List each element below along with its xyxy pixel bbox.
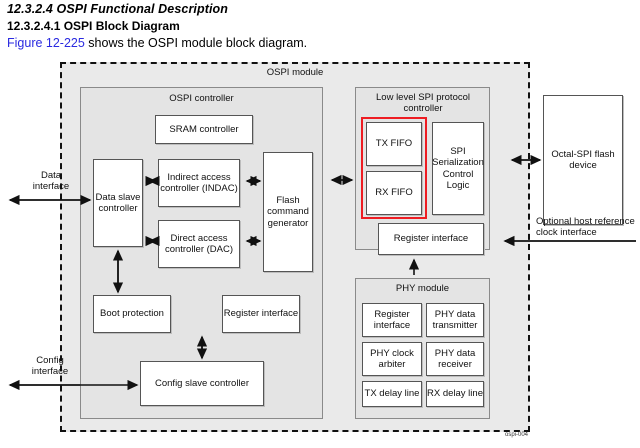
connector-arrows xyxy=(8,154,636,391)
ospi-controller-label: OSPI controller xyxy=(169,93,234,104)
block-spi-serialization-control-logic[interactable]: SPI Serialization Control Logic xyxy=(432,122,484,215)
ospi-block-diagram: OSPI module OSPI controller SRAM control… xyxy=(0,55,640,448)
block-register-interface-ospi[interactable]: Register interface xyxy=(222,295,300,333)
subsection-heading: 12.3.2.4.1 OSPI Block Diagram xyxy=(7,19,180,33)
figure-link[interactable]: Figure 12-225 xyxy=(7,36,85,50)
block-indirect-access-controller[interactable]: Indirect access controller (INDAC) xyxy=(158,159,240,207)
block-tx-fifo[interactable]: TX FIFO xyxy=(366,122,422,166)
block-phy-clock-arbiter[interactable]: PHY clock arbiter xyxy=(362,342,422,376)
block-flash-command-generator[interactable]: Flash command generator xyxy=(263,152,313,272)
block-tx-delay-line[interactable]: TX delay line xyxy=(362,381,422,407)
ospi-module-label: OSPI module xyxy=(266,67,324,78)
block-data-slave-controller[interactable]: Data slave controller xyxy=(93,159,143,247)
block-boot-protection[interactable]: Boot protection xyxy=(93,295,171,333)
block-phy-register-interface[interactable]: Register interface xyxy=(362,303,422,337)
figure-caption-id: ospi-004 xyxy=(505,432,529,438)
block-phy-data-transmitter[interactable]: PHY data transmitter xyxy=(426,303,484,337)
block-rx-delay-line[interactable]: RX delay line xyxy=(426,381,484,407)
spi-protocol-controller-label: Low level SPI protocol controller xyxy=(376,92,470,114)
intro-paragraph: Figure 12-225 shows the OSPI module bloc… xyxy=(7,36,307,50)
block-rx-fifo[interactable]: RX FIFO xyxy=(366,171,422,215)
block-config-slave-controller[interactable]: Config slave controller xyxy=(140,361,264,406)
label-data-interface: Data interface xyxy=(32,170,70,192)
block-direct-access-controller[interactable]: Direct access controller (DAC) xyxy=(158,220,240,268)
block-register-interface-spi[interactable]: Register interface xyxy=(378,223,484,255)
block-octal-spi-flash-device[interactable]: Octal-SPI flash device xyxy=(543,95,623,225)
phy-module-label: PHY module xyxy=(395,283,450,294)
block-phy-data-receiver[interactable]: PHY data receiver xyxy=(426,342,484,376)
fifo-highlight-box xyxy=(361,117,427,219)
section-heading: 12.3.2.4 OSPI Functional Description xyxy=(7,2,229,16)
label-config-interface: Config interface xyxy=(31,355,69,377)
label-clock-interface: Optional host reference clock interface xyxy=(536,216,635,238)
intro-text: shows the OSPI module block diagram. xyxy=(84,36,308,50)
block-sram-controller[interactable]: SRAM controller xyxy=(155,115,253,144)
